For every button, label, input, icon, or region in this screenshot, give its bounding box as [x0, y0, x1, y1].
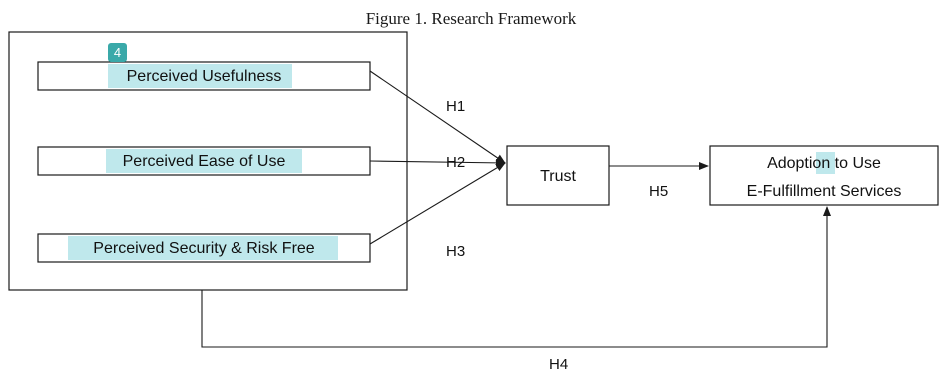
perceived-usefulness-highlight	[108, 64, 292, 88]
label-h2: H2	[446, 154, 465, 171]
node-perceived-usefulness: Perceived Usefulness	[37, 61, 371, 91]
marker-badge-number: 4	[114, 45, 121, 60]
label-h3: H3	[446, 243, 465, 260]
trust-label: Trust	[540, 168, 576, 185]
perceived-security-highlight	[68, 236, 338, 260]
arrow-h1	[369, 70, 506, 164]
adoption-line1-post: Use	[848, 155, 881, 172]
perceived-ease-of-use-label: Perceived Ease of Use	[123, 153, 286, 170]
arrow-h3	[369, 162, 506, 245]
label-h5: H5	[649, 183, 668, 200]
node-trust: Trust	[506, 145, 610, 206]
node-perceived-ease-of-use: Perceived Ease of Use	[37, 146, 371, 176]
annotation-marker-badge: 4	[108, 43, 127, 62]
adoption-label-line2: E-Fulfillment Services	[747, 183, 902, 200]
label-h4: H4	[549, 356, 568, 372]
perceived-ease-of-use-highlight	[106, 149, 302, 173]
marker-badge-bg	[108, 43, 127, 62]
node-adoption: Adoption to Use E-Fulfillment Services	[709, 145, 939, 206]
node-perceived-security: Perceived Security & Risk Free	[37, 233, 371, 263]
adoption-line1-highlight: to	[835, 155, 848, 172]
figure-title: Figure 1. Research Framework	[365, 9, 577, 28]
arrow-h2	[369, 158, 506, 167]
perceived-usefulness-label: Perceived Usefulness	[127, 68, 282, 85]
adoption-line1-pre: Adoption	[767, 155, 835, 172]
arrow-h4	[201, 206, 831, 348]
perceived-security-box	[37, 233, 371, 263]
adoption-box	[709, 145, 939, 206]
perceived-usefulness-box	[37, 61, 371, 91]
adoption-label-line1: Adoption to Use	[767, 155, 881, 172]
trust-box	[506, 145, 610, 206]
perceived-security-label: Perceived Security & Risk Free	[93, 240, 315, 257]
label-h1: H1	[446, 98, 465, 115]
adoption-to-highlight	[816, 152, 835, 174]
